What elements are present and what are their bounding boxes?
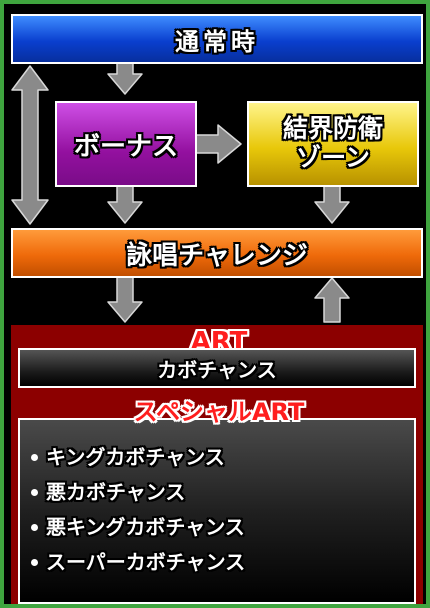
- chant-challenge-label: 詠唱チャレンジ: [126, 240, 308, 271]
- barrier-label-line1: 結界防衛: [282, 114, 383, 144]
- special-art-title: スペシャルART: [133, 398, 305, 426]
- arrow-bonus-to-barrier: [195, 124, 242, 164]
- barrier-defense-zone-box: 結界防衛 ゾーン: [247, 101, 419, 187]
- normal-state-label: 通常時: [175, 27, 259, 56]
- special-art-box: キングカボチャンス 悪カボチャンス 悪キングカボチャンス スーパーカボチャンス: [18, 418, 416, 604]
- arrow-layer: [11, 59, 350, 323]
- art-box: カボチャンス: [18, 348, 416, 388]
- arrow-normal-to-bonus: [107, 59, 143, 95]
- arrow-normal-chant-double: [11, 65, 49, 225]
- bonus-box: ボーナス: [55, 101, 197, 187]
- arrow-chant-to-art: [107, 275, 143, 323]
- normal-state-box: 通常時: [11, 14, 423, 64]
- art-label: カボチャンス: [157, 357, 277, 382]
- arrow-bonus-to-chant: [107, 183, 143, 224]
- special-art-list: キングカボチャンス 悪カボチャンス 悪キングカボチャンス スーパーカボチャンス: [20, 420, 414, 580]
- list-item: 悪キングカボチャンス: [28, 510, 414, 545]
- arrow-art-to-chant: [314, 277, 350, 323]
- barrier-label-line2: ゾーン: [296, 143, 370, 172]
- list-item: 悪カボチャンス: [28, 475, 414, 510]
- arrow-barrier-to-chant: [314, 183, 350, 224]
- bonus-label: ボーナス: [73, 131, 178, 162]
- list-item: キングカボチャンス: [28, 440, 414, 475]
- list-item: スーパーカボチャンス: [28, 545, 414, 580]
- chant-challenge-box: 詠唱チャレンジ: [11, 228, 423, 278]
